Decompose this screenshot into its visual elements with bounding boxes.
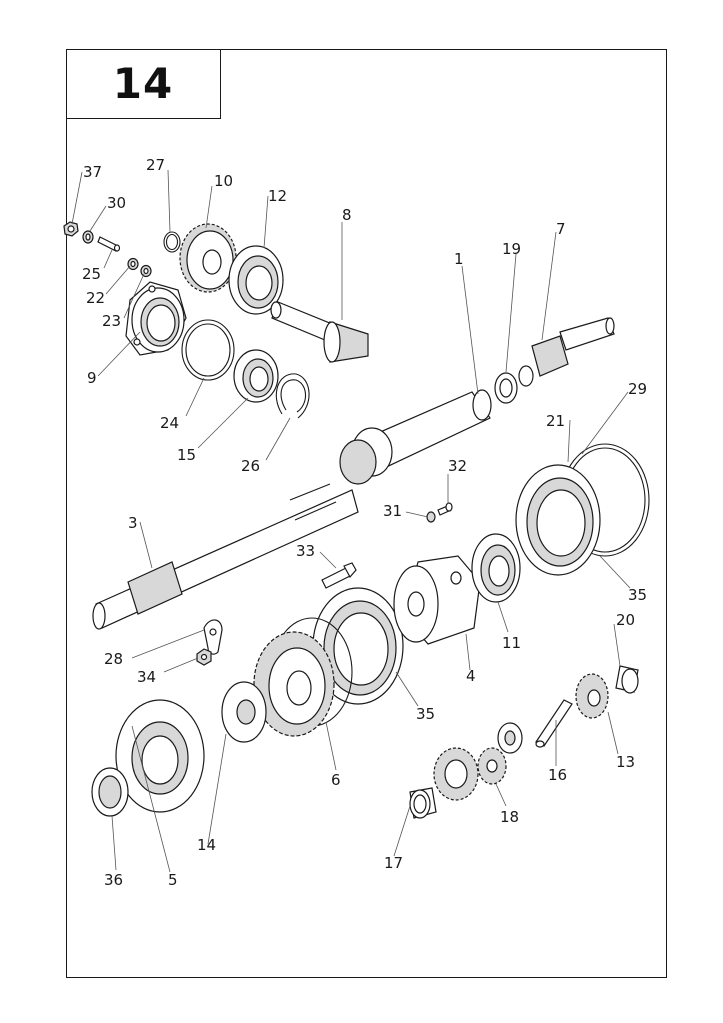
page-number: 14 [112, 59, 174, 108]
part-34-nut [196, 648, 212, 666]
part-7-spline-shaft [518, 317, 615, 387]
callout-28: 28 [104, 650, 123, 668]
callout-10: 10 [214, 172, 233, 190]
part-35-bearing-mid [312, 587, 404, 705]
callout-30: 30 [107, 194, 126, 212]
part-9-bearing-flange [125, 281, 187, 356]
callout-20: 20 [616, 611, 635, 629]
part-3-main-shaft [92, 483, 359, 630]
callout-35-right: 35 [628, 586, 647, 604]
callout-18: 18 [500, 808, 519, 826]
part-16-pin [535, 699, 573, 748]
callout-13: 13 [616, 753, 635, 771]
part-36-seal [91, 767, 129, 817]
callout-27: 27 [146, 156, 165, 174]
part-37-nut [63, 221, 79, 237]
part-12-bearing [228, 245, 284, 315]
part-19-ring [494, 372, 518, 404]
callout-11: 11 [502, 634, 521, 652]
part-8-pinion-shaft [270, 301, 369, 363]
callout-6: 6 [331, 771, 341, 789]
leader-lines [71, 169, 631, 873]
callout-36: 36 [104, 871, 123, 889]
part-27-circlip [163, 231, 181, 253]
callout-1: 1 [454, 250, 464, 268]
callout-34: 34 [137, 668, 156, 686]
callout-17: 17 [384, 854, 403, 872]
callout-26: 26 [241, 457, 260, 475]
callout-19: 19 [502, 240, 521, 258]
callout-31: 31 [383, 502, 402, 520]
callout-22: 22 [86, 289, 105, 307]
part-17-needle-bearing [409, 787, 437, 819]
callout-35-mid: 35 [416, 705, 435, 723]
callout-12: 12 [268, 187, 287, 205]
callout-7: 7 [556, 220, 566, 238]
callout-3: 3 [128, 514, 138, 532]
part-6-crown-gear [253, 617, 353, 737]
part-33-bolt [321, 562, 357, 589]
part-26-circlip [275, 373, 310, 419]
part-14-cover [221, 681, 267, 743]
part-4-diff-housing [393, 555, 481, 645]
callout-5: 5 [168, 871, 178, 889]
page-number-box: 14 [66, 49, 221, 119]
callout-25: 25 [82, 265, 101, 283]
callout-labels: 37 27 10 12 30 8 1 19 7 25 22 23 9 24 15… [82, 156, 647, 889]
part-21-bearing [515, 464, 601, 576]
part-1-shaft-upper [339, 389, 492, 485]
drawing-frame [66, 49, 667, 978]
callout-9: 9 [87, 369, 97, 387]
callout-33: 33 [296, 542, 315, 560]
callout-8: 8 [342, 206, 352, 224]
part-32-bolt [437, 502, 453, 516]
callout-15: 15 [177, 446, 196, 464]
part-30-washer [82, 230, 94, 244]
part-25-pin [97, 236, 121, 252]
part-31-washer [426, 511, 436, 523]
callout-24: 24 [160, 414, 179, 432]
part-20-bushing [615, 665, 639, 694]
part-24-oring [181, 319, 235, 381]
part-10-gear [179, 223, 237, 293]
part-28-tab [203, 619, 223, 655]
part-15-bearing [233, 349, 279, 403]
callout-37: 37 [83, 163, 102, 181]
callout-32: 32 [448, 457, 467, 475]
part-11-bearing [471, 533, 521, 603]
part-22-washer [127, 257, 139, 271]
callout-14: 14 [197, 836, 216, 854]
part-18-gear-washer [497, 722, 523, 754]
part-18-pinion [477, 747, 507, 785]
callout-16: 16 [548, 766, 567, 784]
callout-29: 29 [628, 380, 647, 398]
part-13-bevel-gear [575, 673, 609, 719]
part-5-housing [115, 699, 205, 813]
callout-23: 23 [102, 312, 121, 330]
part-23-washer [140, 264, 152, 278]
callout-21: 21 [546, 412, 565, 430]
part-side-gear [433, 747, 479, 801]
callout-4: 4 [466, 667, 476, 685]
